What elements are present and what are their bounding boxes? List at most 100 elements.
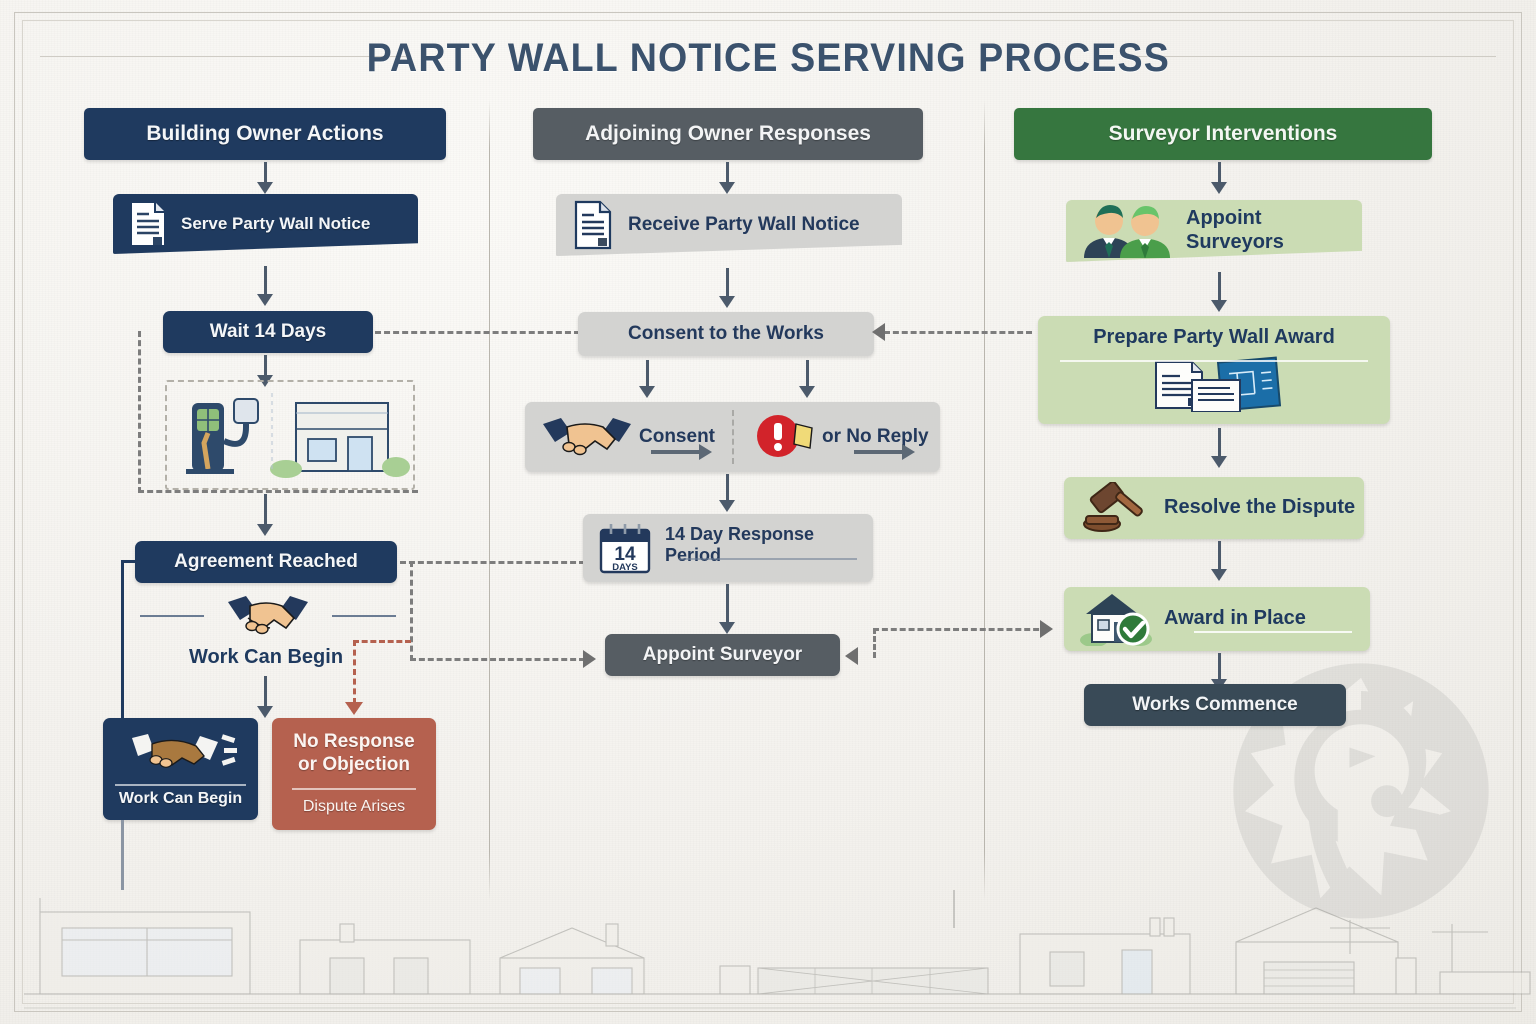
divider	[292, 788, 416, 790]
node-work-can-begin[interactable]: Work Can Begin	[103, 718, 258, 820]
node-label: Works Commence	[1132, 693, 1298, 715]
column-header-label: Adjoining Owner Responses	[585, 121, 871, 145]
arrow-award-to-works-commence	[1218, 653, 1221, 681]
branch-label: or No Reply	[822, 426, 929, 447]
node-label: Award in Place	[1164, 607, 1306, 630]
node-resolve-the-dispute[interactable]: Resolve the Dispute	[1064, 477, 1364, 539]
dispute-line-2: or Objection	[298, 753, 410, 775]
branch-arrow-icon	[854, 450, 902, 454]
column-header-surveyor[interactable]: Surveyor Interventions	[1014, 108, 1432, 160]
title-rule-left	[40, 56, 408, 57]
connector-tail	[121, 820, 124, 890]
node-wait-14-days[interactable]: Wait 14 Days	[163, 311, 373, 353]
branch-consent[interactable]: Consent	[525, 402, 732, 472]
consent-branch-card: Consent or No Reply	[525, 402, 940, 472]
node-label: Work Can Begin	[118, 789, 243, 807]
title-rule-right	[1128, 56, 1496, 57]
arrow-consent-branch-left	[646, 360, 649, 388]
dashed-dispute-elbow	[353, 640, 411, 643]
dashed-award-to-consent	[884, 331, 1032, 334]
branch-separator	[732, 410, 734, 464]
node-serve-party-wall-notice[interactable]: Serve Party Wall Notice	[113, 194, 418, 254]
dashed-wait-to-consent	[375, 331, 580, 334]
node-label: Prepare Party Wall Award	[1093, 326, 1335, 348]
column-header-adjoining-owner[interactable]: Adjoining Owner Responses	[533, 108, 923, 160]
node-consent-to-the-works[interactable]: Consent to the Works	[578, 312, 874, 356]
page-title-text: PARTY WALL NOTICE SERVING PROCESS	[366, 36, 1170, 80]
dashed-middle-riser	[410, 561, 413, 661]
dispute-line-1: No Response	[293, 731, 415, 753]
arrowhead-to-dispute	[345, 702, 363, 715]
page-title: PARTY WALL NOTICE SERVING PROCESS	[0, 36, 1536, 81]
arrow-response-to-appoint	[726, 584, 729, 624]
dispute-sub-label: Dispute Arises	[302, 797, 406, 815]
node-label: Resolve the Dispute	[1164, 496, 1356, 519]
alert-icon	[757, 415, 813, 457]
dashed-appoint-to-award	[873, 628, 1048, 631]
arrow-appoint-to-prepare	[1218, 272, 1221, 302]
node-receive-party-wall-notice[interactable]: Receive Party Wall Notice	[556, 194, 902, 256]
arrow-illustration-to-agreement	[264, 494, 267, 526]
connector-agreement-to-work	[121, 562, 124, 770]
handshake-icon	[228, 596, 308, 635]
rule-left	[140, 615, 204, 617]
dashed-agreement-to-middle	[400, 561, 585, 564]
arrow-resolve-to-award	[1218, 541, 1221, 571]
arrow-header-to-appoint-surveyors	[1218, 162, 1221, 184]
arrowhead-to-award	[1040, 620, 1053, 638]
node-works-commence[interactable]: Works Commence	[1084, 684, 1346, 726]
arrowhead-appoint-surveyor-left	[583, 650, 596, 668]
node-appoint-surveyor[interactable]: Appoint Surveyor	[605, 634, 840, 676]
branch-no-reply[interactable]: or No Reply	[732, 402, 940, 472]
column-divider-1	[489, 100, 490, 900]
node-prepare-party-wall-award[interactable]: Prepare Party Wall Award	[1038, 316, 1390, 424]
handshake-icon	[131, 733, 237, 768]
ev-charger-house-illustration	[186, 393, 410, 478]
calendar-icon: 14 DAYS	[597, 520, 653, 576]
node-award-in-place[interactable]: Award in Place	[1064, 587, 1370, 651]
arrowhead-appoint-surveyor-right	[845, 647, 858, 665]
calendar-unit: DAYS	[612, 562, 638, 573]
column-header-building-owner[interactable]: Building Owner Actions	[84, 108, 446, 160]
node-label: Consent to the Works	[628, 322, 824, 344]
divider	[115, 784, 246, 786]
dashed-to-appoint-surveyor	[410, 658, 585, 661]
node-label: Receive Party Wall Notice	[628, 213, 860, 235]
arrow-wait-to-illustration	[264, 355, 267, 377]
gavel-icon	[1080, 482, 1152, 534]
column-header-label: Surveyor Interventions	[1108, 121, 1338, 145]
column-divider-2	[984, 100, 985, 900]
label-work-can-begin: Work Can Begin	[188, 646, 344, 668]
node-14-day-response-period[interactable]: 14 DAYS 14 Day Response Period	[583, 514, 873, 582]
two-people-icon	[1076, 204, 1176, 258]
arrowhead-consent-right	[872, 323, 885, 341]
dashed-left-baseline	[138, 490, 418, 493]
node-label: Wait 14 Days	[209, 320, 327, 342]
node-label: Appoint Surveyors	[1186, 207, 1284, 253]
handshake-icon	[543, 418, 631, 456]
node-label: Appoint Surveyor	[642, 643, 803, 665]
node-agreement-reached[interactable]: Agreement Reached	[135, 541, 397, 583]
column-header-label: Building Owner Actions	[146, 121, 384, 145]
illustration-frame	[165, 380, 415, 490]
arrow-branch-to-response-period	[726, 474, 729, 502]
arrow-header-to-serve-notice	[264, 162, 267, 184]
node-appoint-surveyors[interactable]: Appoint Surveyors	[1066, 200, 1362, 262]
rule-right	[332, 615, 396, 617]
arrow-consent-branch-right	[806, 360, 809, 388]
arrow-serve-to-wait	[264, 266, 267, 296]
dashed-to-dispute	[353, 640, 356, 704]
calendar-number: 14	[614, 544, 636, 565]
dashed-appoint-riser	[873, 628, 876, 658]
divider	[1060, 360, 1368, 362]
node-label: 14 Day Response Period	[665, 524, 815, 566]
dashed-left-riser	[138, 331, 141, 493]
divider	[1194, 631, 1352, 633]
divider	[679, 558, 857, 560]
node-no-response-or-objection[interactable]: No Response or Objection Dispute Arises	[272, 718, 436, 830]
document-icon	[125, 200, 171, 248]
branch-arrow-icon	[651, 450, 699, 454]
connector-elbow-top	[121, 560, 137, 563]
node-label: Agreement Reached	[174, 550, 358, 572]
branch-label: Consent	[639, 426, 715, 447]
